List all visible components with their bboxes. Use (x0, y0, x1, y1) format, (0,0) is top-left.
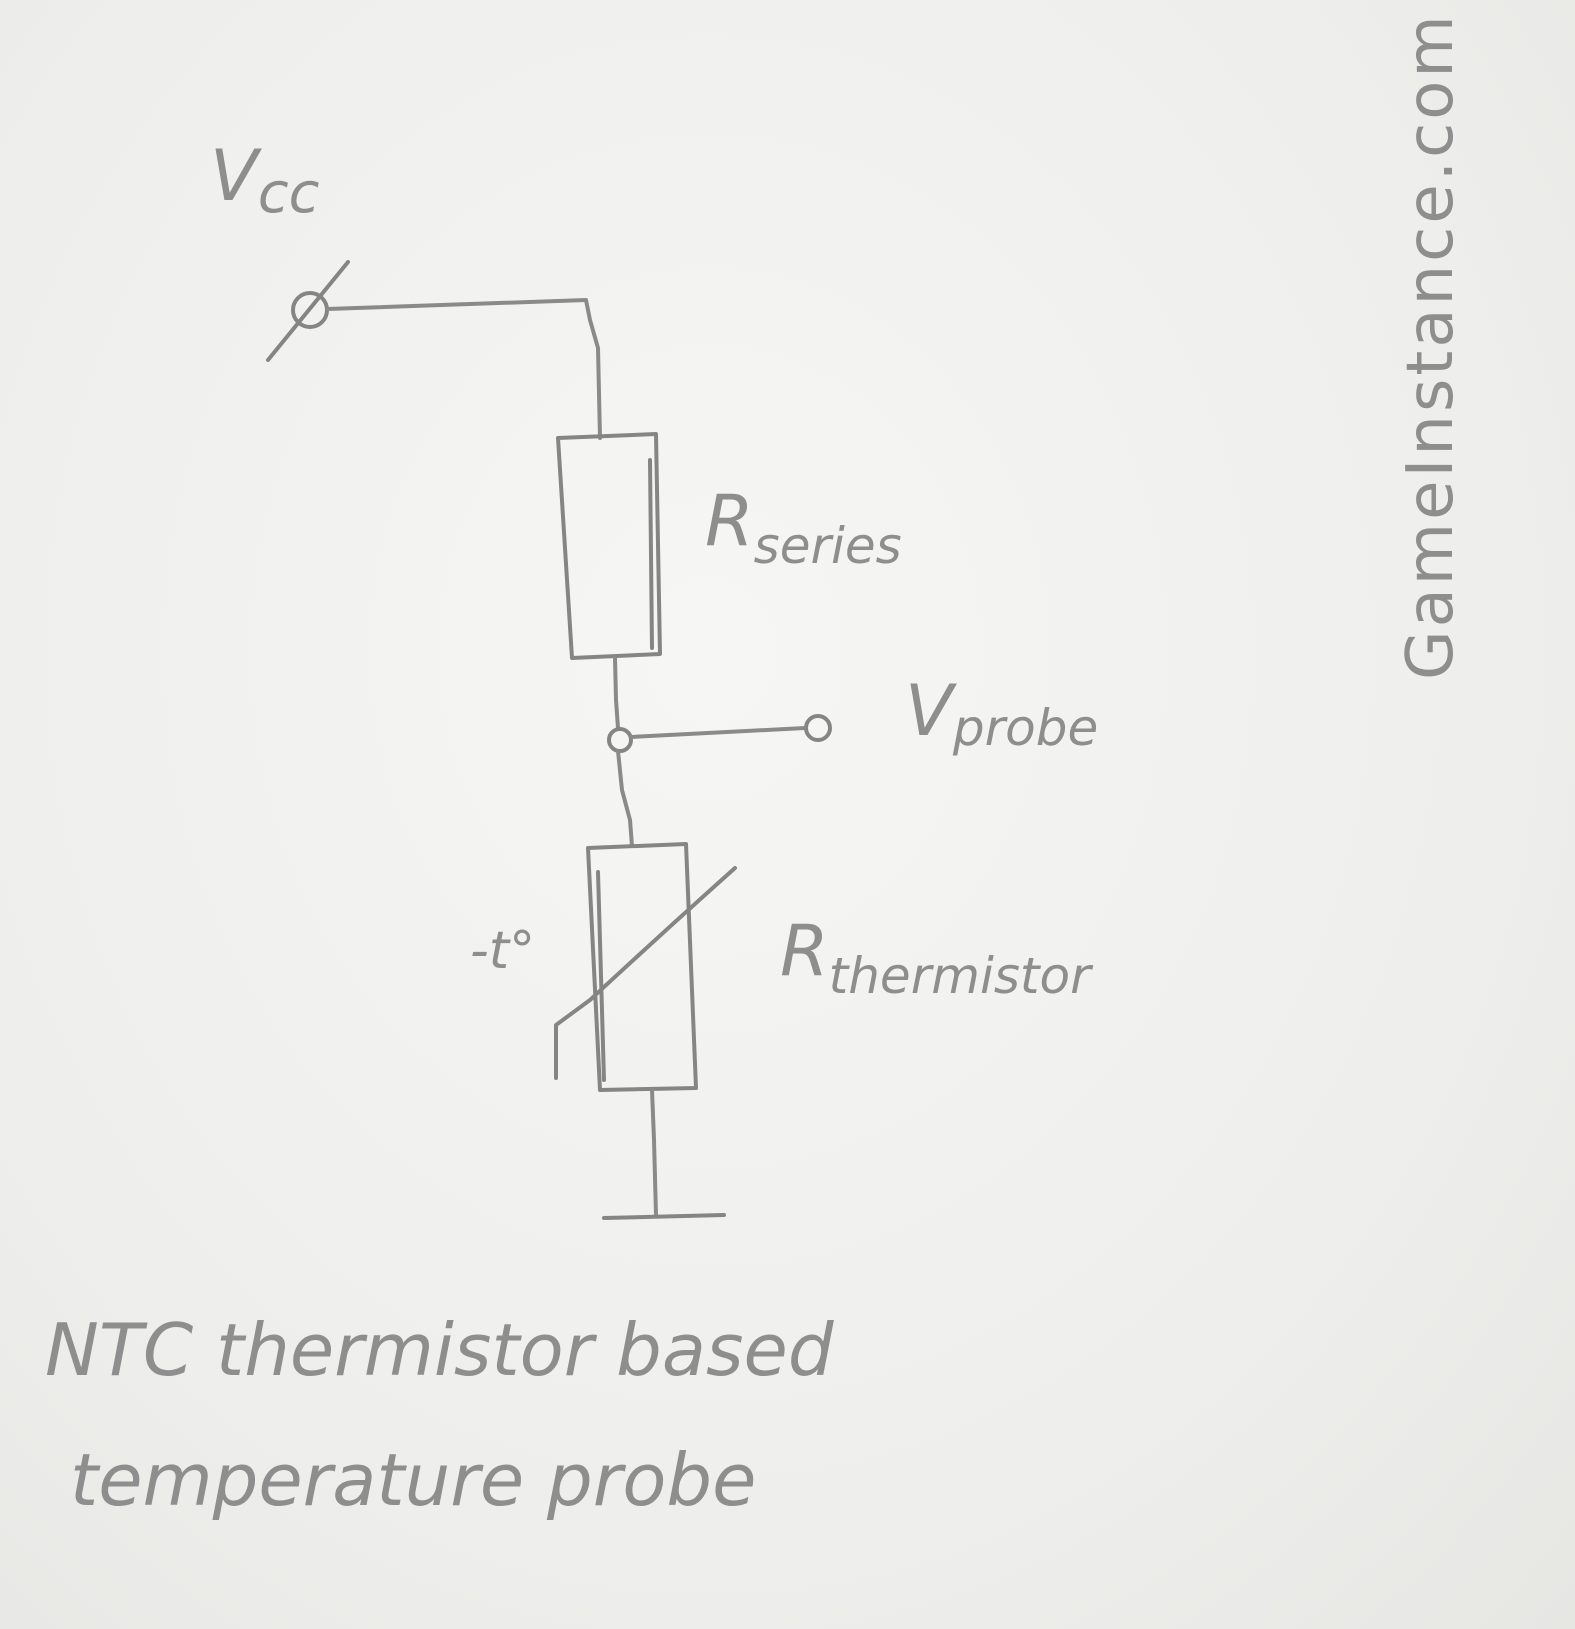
probe-node-junction (607, 727, 633, 753)
label-r-series-main: R (705, 480, 754, 562)
caption-line-2: temperature probe (70, 1438, 756, 1522)
resistor-series (556, 432, 662, 660)
vcc-terminal (266, 260, 350, 362)
vcc-terminal-slash (266, 260, 350, 362)
label-r-thermistor: Rthermistor (780, 910, 1094, 1005)
wire-thermistor-to-ground (650, 1088, 658, 1217)
label-r-series-sub: series (754, 517, 902, 575)
thermistor-body (586, 842, 698, 1092)
ground-symbol (602, 1213, 726, 1220)
label-r-thermistor-main: R (780, 910, 829, 992)
label-r-series: Rseries (705, 480, 902, 575)
label-v-probe-main: V (905, 670, 957, 752)
caption-line-1: NTC thermistor based (45, 1308, 835, 1392)
label-v-probe-sub: probe (952, 699, 1098, 757)
wire-node-to-vprobe (629, 726, 807, 739)
wire-rseries-to-node (613, 656, 620, 730)
vprobe-terminal-circle (804, 714, 832, 742)
thermistor (554, 842, 737, 1092)
label-vcc: Vcc (210, 135, 320, 226)
label-vcc-main: V (210, 135, 262, 217)
label-temperature-mark: -t° (470, 921, 535, 981)
resistor-series-body (556, 432, 662, 660)
label-v-probe: Vprobe (905, 670, 1098, 757)
watermark-text: GameInstance.com (1394, 12, 1468, 680)
thermistor-diagonal-arrow (554, 866, 737, 1080)
label-vcc-sub: cc (258, 161, 320, 226)
label-r-thermistor-sub: thermistor (829, 947, 1094, 1005)
resistor-series-edge (648, 458, 654, 650)
wire-node-to-thermistor (616, 749, 634, 848)
wire-vcc-to-rseries (325, 298, 602, 440)
thermistor-edge (596, 870, 606, 1082)
